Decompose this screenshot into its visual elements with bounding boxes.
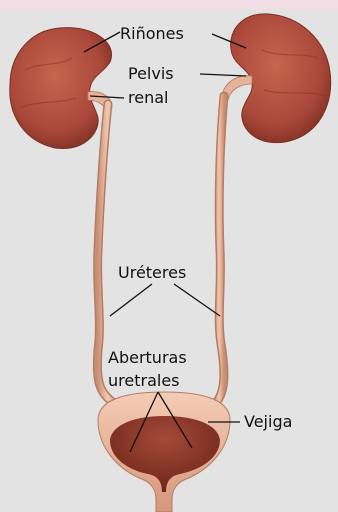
label-renal-pelvis-line2: renal bbox=[128, 89, 168, 107]
label-ureters: Uréteres bbox=[118, 264, 186, 282]
leader-pelvis-right bbox=[200, 74, 246, 76]
leader-ureter-left bbox=[110, 284, 152, 316]
top-strip bbox=[0, 0, 338, 10]
bladder bbox=[98, 392, 230, 512]
label-bladder: Vejiga bbox=[244, 413, 292, 431]
label-openings-line1: Aberturas bbox=[108, 349, 187, 367]
leader-ureter-right bbox=[174, 284, 220, 316]
label-kidneys: Riñones bbox=[120, 25, 184, 43]
label-openings-line2: uretrales bbox=[108, 372, 180, 390]
label-renal-pelvis-line1: Pelvis bbox=[128, 65, 174, 83]
